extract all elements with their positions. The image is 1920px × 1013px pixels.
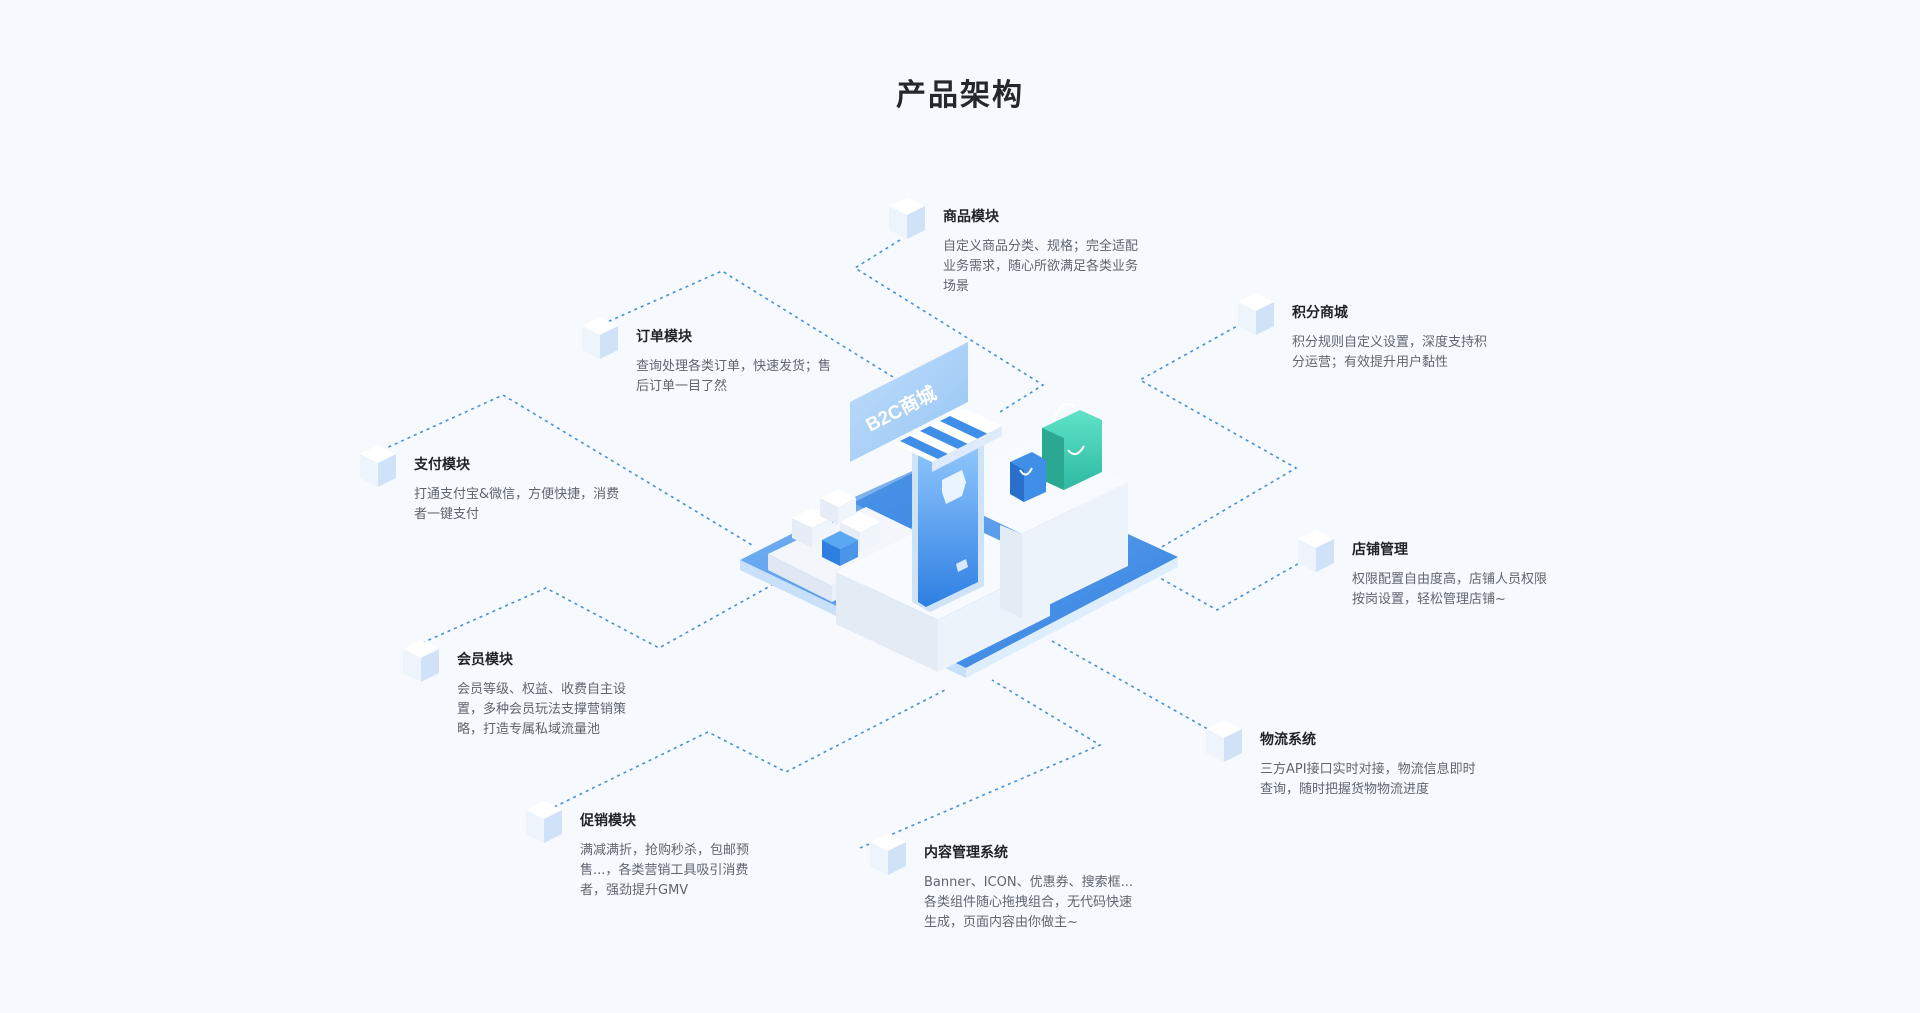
cube-icon (582, 317, 618, 359)
module-title: 促销模块 (580, 813, 636, 829)
module-description: 积分规则自定义设置，深度支持积分运营；有效提升用户黏性 (1292, 335, 1488, 370)
module-description: 三方API接口实时对接，物流信息即时查询，随时把握货物物流进度 (1260, 762, 1476, 797)
connector-payment (381, 394, 753, 546)
module-title: 商品模块 (943, 209, 999, 225)
module-order: 订单模块 查询处理各类订单，快速发货；售后订单一目了然 (582, 317, 896, 397)
module-promotion: 促销模块 满减满折，抢购秒杀，包邮预售...，各类营销工具吸引消费者，强劲提升G… (526, 801, 840, 901)
module-store: 店铺管理 权限配置自由度高，店铺人员权限按岗设置，轻松管理店铺~ (1298, 530, 1612, 610)
module-cms: 内容管理系统 Banner、ICON、优惠券、搜索框...各类组件随心拖拽组合，… (870, 833, 1184, 933)
awning (894, 408, 1002, 472)
cube-icon (403, 640, 439, 682)
cube-icon (1238, 293, 1274, 335)
cube-icon (1206, 720, 1242, 762)
b2c-store-illustration: B2C商城 (740, 342, 1178, 678)
module-title: 店铺管理 (1352, 542, 1408, 558)
connector-cms (859, 679, 1102, 849)
module-title: 物流系统 (1260, 732, 1316, 748)
module-description: 满减满折，抢购秒杀，包邮预售...，各类营销工具吸引消费者，强劲提升GMV (580, 843, 750, 898)
module-description: 权限配置自由度高，店铺人员权限按岗设置，轻松管理店铺~ (1352, 572, 1548, 607)
module-description: 查询处理各类订单，快速发货；售后订单一目了然 (636, 359, 832, 394)
module-title: 会员模块 (457, 652, 513, 668)
module-title: 订单模块 (636, 329, 692, 345)
module-description: 打通支付宝&微信，方便快捷，消费者一键支付 (414, 487, 620, 522)
module-points: 积分商城 积分规则自定义设置，深度支持积分运营；有效提升用户黏性 (1238, 293, 1552, 373)
module-payment: 支付模块 打通支付宝&微信，方便快捷，消费者一键支付 (360, 445, 674, 525)
connector-logistics (1049, 639, 1214, 733)
module-member: 会员模块 会员等级、权益、收费自主设置，多种会员玩法支撑营销策略，打造专属私域流… (403, 640, 717, 740)
shopping-bag-icon (1010, 402, 1102, 502)
cube-icon (526, 801, 562, 843)
page-title: 产品架构 (896, 78, 1024, 113)
module-description: 会员等级、权益、收费自主设置，多种会员玩法支撑营销策略，打造专属私域流量池 (457, 682, 627, 737)
phone-storefront (912, 405, 984, 612)
module-title: 支付模块 (414, 457, 470, 473)
cube-icon (1298, 530, 1334, 572)
connector-goods (853, 239, 1045, 413)
parcel-boxes (792, 489, 880, 566)
module-title: 内容管理系统 (924, 845, 1008, 861)
cube-icon (870, 833, 906, 875)
module-description: 自定义商品分类、规格；完全适配业务需求，随心所欲满足各类业务场景 (943, 239, 1139, 294)
cube-icon (360, 445, 396, 487)
module-title: 积分商城 (1292, 305, 1348, 321)
connector-store (1159, 556, 1311, 611)
module-description: Banner、ICON、优惠券、搜索框...各类组件随心拖拽组合，无代码快速生成… (924, 875, 1133, 930)
cube-icon (889, 197, 925, 239)
module-logistics: 物流系统 三方API接口实时对接，物流信息即时查询，随时把握货物物流进度 (1206, 720, 1520, 800)
module-goods: 商品模块 自定义商品分类、规格；完全适配业务需求，随心所欲满足各类业务场景 (889, 197, 1203, 297)
